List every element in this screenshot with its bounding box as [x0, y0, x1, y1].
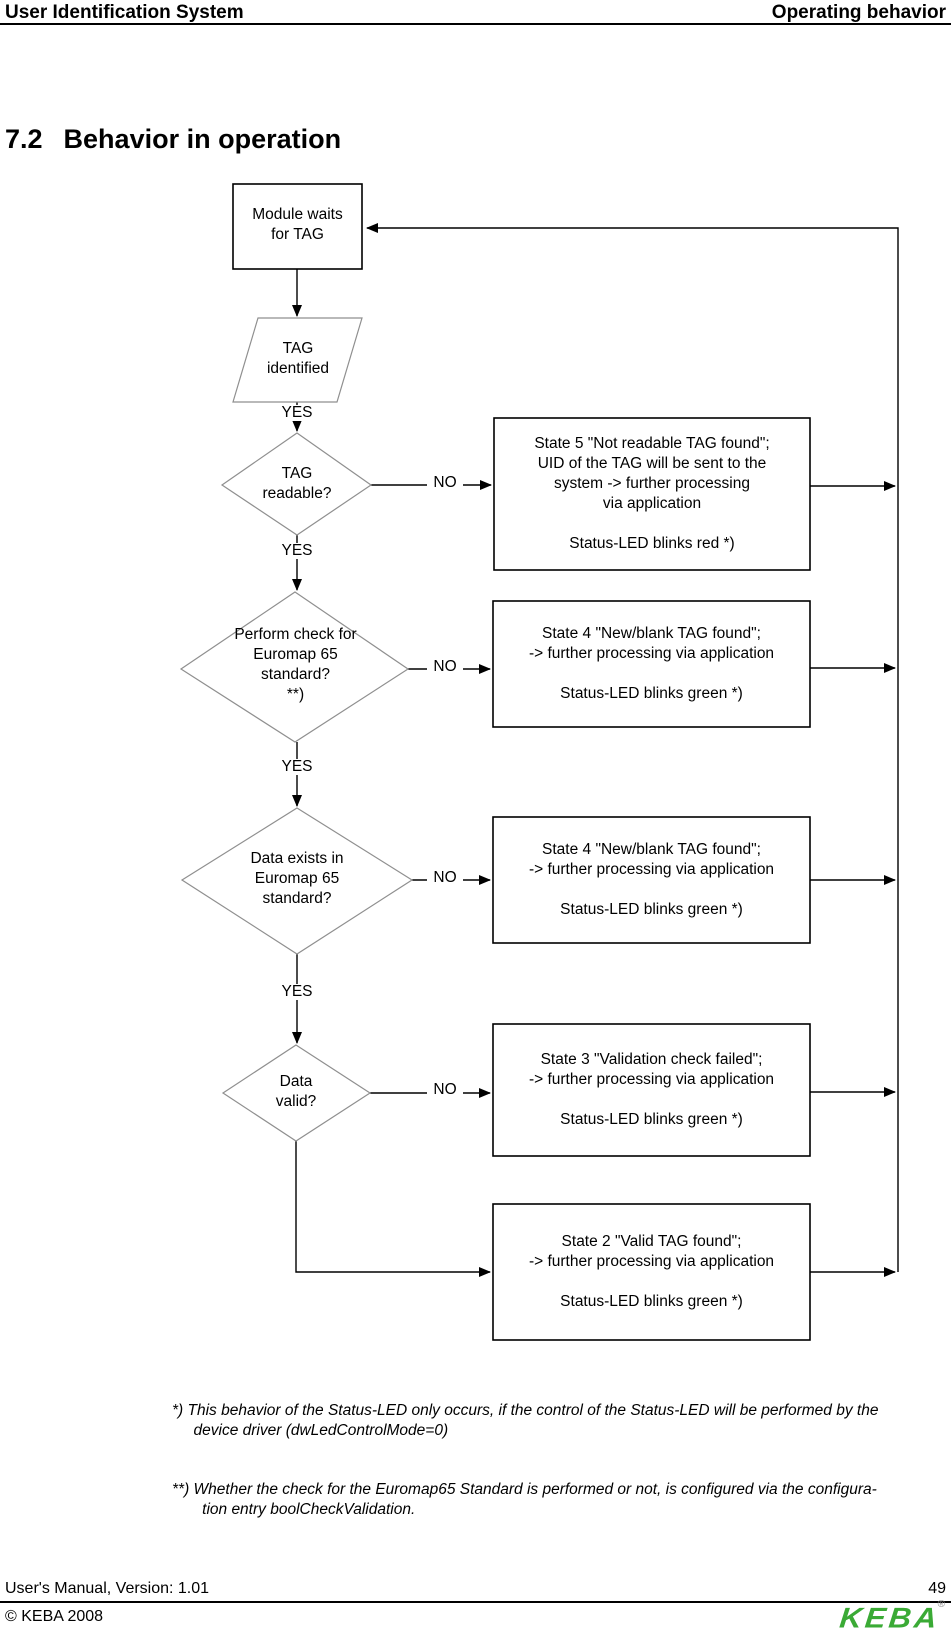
decision2-label: Perform check for Euromap 65 standard? *… — [234, 626, 357, 703]
io-label: TAG identified — [266, 340, 330, 377]
decision2-diamond-shape — [179, 591, 410, 743]
header-left-title: User Identification System — [5, 2, 244, 23]
state4a-text: State 4 "New/blank TAG found"; -> furthe… — [528, 625, 775, 702]
feedback-line — [366, 223, 899, 1272]
footnotes: *) This behavior of the Status-LED only … — [172, 1362, 878, 1559]
yes-label-decision3: YES — [277, 984, 317, 1000]
keba-logo: KEBA® — [838, 1599, 945, 1629]
decision3-label: Data exists in Euromap 65 standard? — [250, 850, 344, 907]
start-box-label: Module waits for TAG — [252, 206, 343, 243]
state4b-box-shape — [492, 816, 811, 944]
state2-text: State 2 "Valid TAG found"; -> further pr… — [528, 1233, 775, 1310]
decision3-diamond-shape — [180, 807, 414, 955]
state3-text: State 3 "Validation check failed"; -> fu… — [528, 1051, 775, 1128]
state5-box-shape — [493, 417, 811, 571]
no-label-decision3: NO — [427, 870, 463, 886]
header-right-title: Operating behavior — [771, 2, 946, 23]
registered-trademark-icon: ® — [937, 1599, 945, 1610]
decision4-label: Data valid? — [275, 1073, 317, 1110]
start-box-shape — [232, 183, 363, 270]
header-rule — [0, 23, 951, 25]
state5-text: State 5 "Not readable TAG found"; UID of… — [534, 435, 770, 552]
yes-label-decision1: YES — [277, 543, 317, 559]
footer-manual-version: User's Manual, Version: 1.01 — [5, 1580, 210, 1597]
footnote-euromap-check: **) Whether the check for the Euromap65 … — [172, 1481, 877, 1518]
keba-logo-text: KEBA — [837, 1601, 942, 1629]
footer-rule — [0, 1601, 951, 1603]
decision1-label: TAG readable? — [262, 465, 332, 502]
no-label-decision4: NO — [427, 1082, 463, 1098]
yes-label-io: YES — [277, 405, 317, 421]
decision4-diamond-shape — [221, 1044, 372, 1142]
state4b-text: State 4 "New/blank TAG found"; -> furthe… — [528, 841, 775, 918]
section-title: Behavior in operation — [63, 124, 342, 154]
decision1-diamond-shape — [220, 432, 373, 536]
footer-page-number: 49 — [928, 1580, 946, 1597]
state4a-box-shape — [492, 600, 811, 728]
state3-box-shape — [492, 1023, 811, 1157]
yes-label-decision2: YES — [277, 759, 317, 775]
flow-connectors — [292, 223, 899, 1277]
section-number: 7.2 — [5, 124, 43, 154]
no-label-decision2: NO — [427, 659, 463, 675]
arrow-yes-decision4 — [295, 1141, 491, 1277]
io-parallelogram-shape — [232, 317, 363, 403]
footer-copyright: © KEBA 2008 — [5, 1608, 104, 1625]
no-label-decision1: NO — [427, 475, 463, 491]
flow-shapes — [179, 183, 811, 1341]
footnote-status-led: *) This behavior of the Status-LED only … — [172, 1402, 879, 1439]
section-heading: 7.2 Behavior in operation — [5, 124, 341, 155]
state2-box-shape — [492, 1203, 811, 1341]
